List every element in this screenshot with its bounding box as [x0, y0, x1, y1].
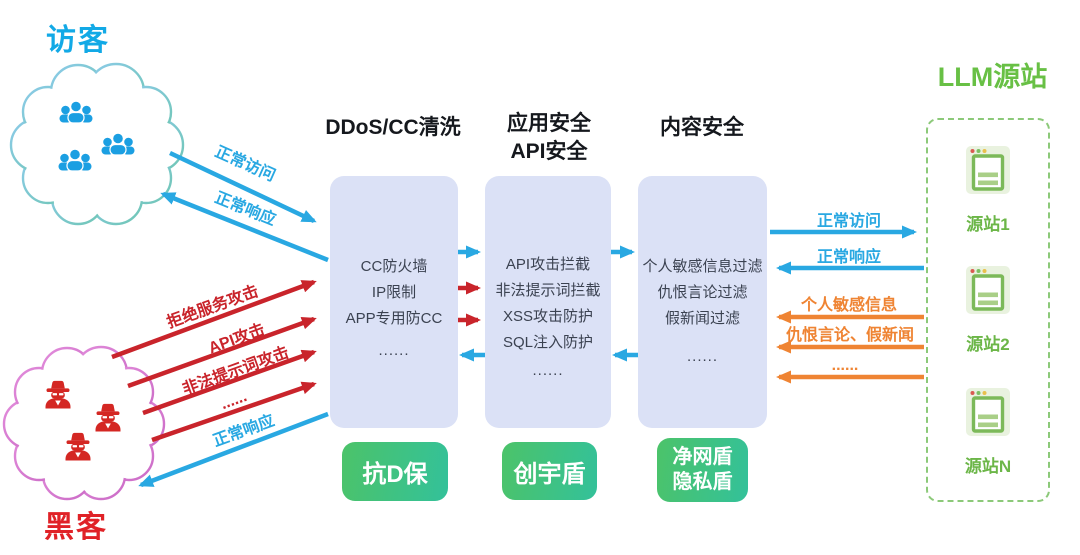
stage-title-content: 内容安全: [612, 114, 792, 142]
flow-label-filtered-hate-fakenews: 仇恨言论、假新闻: [785, 327, 915, 344]
stage-item: API攻击拦截: [505, 256, 591, 273]
visitor-response-arrow: [160, 191, 329, 263]
stage-item: ......: [532, 362, 564, 379]
stage-item: APP专用防CC: [345, 310, 443, 327]
badge-jingwangdun-yinsidun: 净网盾 隐私盾: [657, 438, 748, 502]
flow-label-filtered-more: ......: [831, 357, 859, 374]
hackers-label: 黑客: [44, 511, 108, 544]
stage-box-ddos: CC防火墙 IP限制 APP专用防CC ......: [330, 176, 458, 428]
stage-item: ......: [686, 348, 718, 365]
origin-dashed-box: [926, 118, 1050, 502]
hacker-response-arrow: [138, 411, 329, 488]
stage-title-line: 应用安全: [507, 112, 591, 135]
stage-item: SQL注入防护: [502, 334, 593, 351]
origin-server-icon-2: [966, 266, 1010, 314]
attack-arrow-api: [127, 316, 317, 389]
stage-title-line: DDoS/CC清洗: [325, 116, 461, 139]
stage-box-app-api: API攻击拦截 非法提示词拦截 XSS攻击防护 SQL注入防护 ......: [485, 176, 611, 428]
stage-title-line: 内容安全: [660, 116, 744, 139]
stage-item: XSS攻击防护: [502, 308, 593, 325]
badge-line: 抗D保: [362, 461, 428, 488]
flow-label-origin-response: 正常响应: [816, 249, 882, 266]
stage-item: 仇恨言论过滤: [657, 284, 748, 301]
badge-line: 创宇盾: [513, 460, 586, 488]
flow-label-origin-request: 正常访问: [816, 213, 882, 230]
stage-title-ddos: DDoS/CC清洗: [303, 114, 483, 142]
origin-server-icon-n: [966, 388, 1010, 436]
stage-item: ......: [378, 342, 410, 359]
badge-kangdbao: 抗D保: [342, 442, 448, 501]
badge-line: 净网盾: [672, 446, 733, 468]
stage-title-line: API安全: [510, 140, 588, 163]
attack-arrow-more: [151, 381, 317, 443]
origin-title: LLM源站: [937, 62, 1048, 92]
origin-server-icon-1: [966, 146, 1010, 194]
stage-item: CC防火墙: [360, 258, 428, 275]
stage-item: 假新闻过滤: [664, 310, 740, 327]
visitor-cloud: [9, 62, 185, 226]
attack-arrow-dos: [111, 279, 317, 360]
origin-server-label-1: 源站1: [966, 215, 1010, 234]
stage-item: 非法提示词拦截: [495, 282, 601, 299]
stage-box-content: 个人敏感信息过滤 仇恨言论过滤 假新闻过滤 ......: [638, 176, 767, 428]
hacker-cloud: [2, 345, 166, 501]
flow-label-filtered-personal-info: 个人敏感信息: [800, 297, 898, 314]
origin-server-label-n: 源站N: [964, 457, 1012, 476]
attack-arrow-prompt: [142, 349, 317, 416]
badge-line: 隐私盾: [672, 471, 733, 493]
badge-chuangyudun: 创宇盾: [502, 442, 597, 500]
origin-server-label-2: 源站2: [966, 335, 1010, 354]
stage-item: 个人敏感信息过滤: [642, 258, 763, 275]
visitor-request-arrow: [169, 150, 317, 224]
stage-title-app-api: 应用安全 API安全: [459, 110, 639, 166]
visitors-label: 访客: [46, 24, 110, 57]
stage-item: IP限制: [371, 284, 417, 301]
